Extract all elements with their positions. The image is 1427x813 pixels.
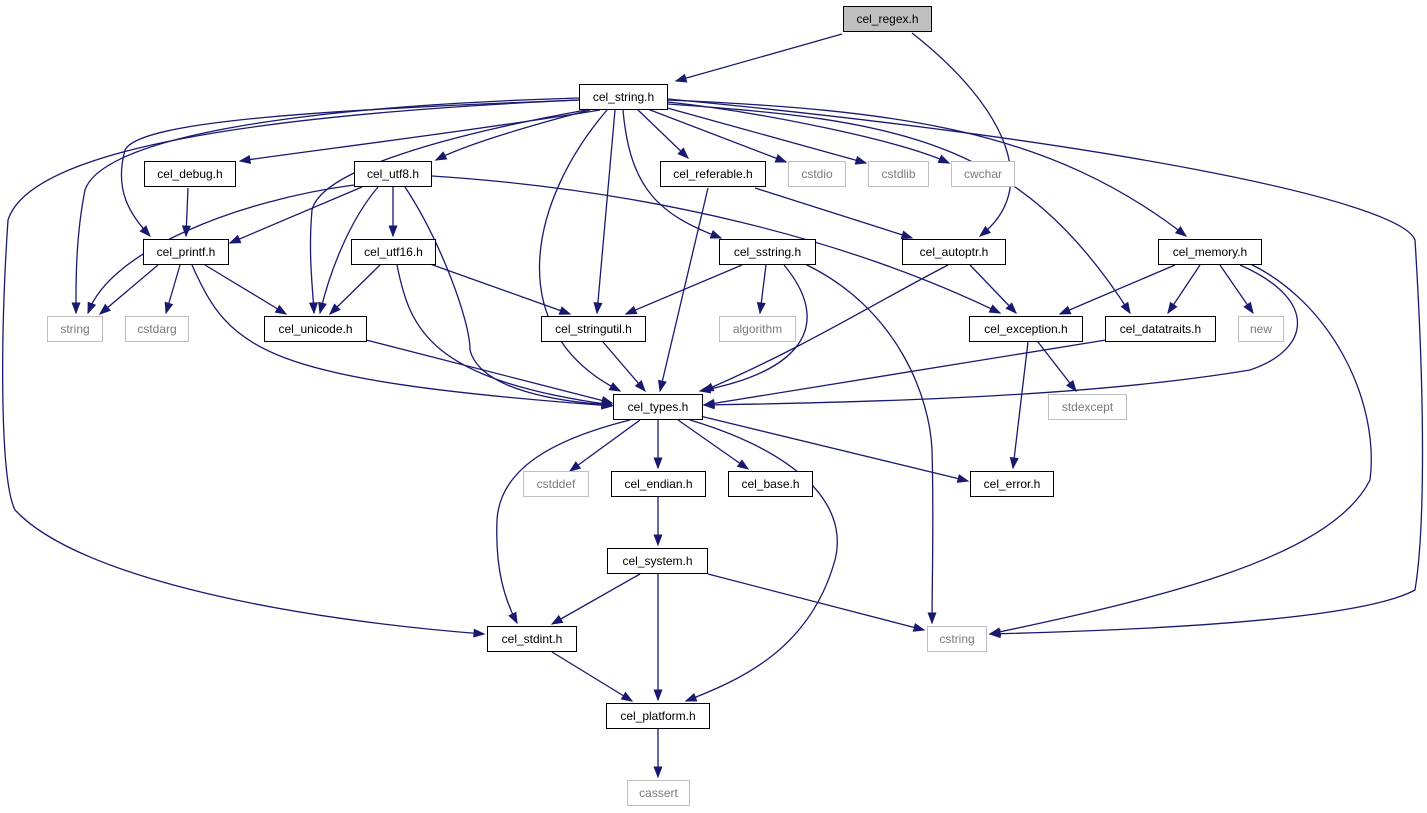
edge-cel-utf8-to-string xyxy=(87,184,355,315)
edge-cel-string-to-cel-unicode xyxy=(308,109,587,315)
edge-cel-types-to-cstddef xyxy=(568,419,641,472)
node-cel-exception[interactable]: cel_exception.h xyxy=(969,316,1083,342)
edge-cel-utf8-to-cel-types xyxy=(404,186,614,409)
node-algorithm: algorithm xyxy=(719,316,796,342)
edge-cel-printf-to-cel-unicode xyxy=(204,264,288,315)
edge-cel-types-to-cel-stdint xyxy=(496,419,631,625)
edge-cel-utf16-to-cel-unicode xyxy=(328,264,381,315)
edge-cel-utf8-to-cel-printf xyxy=(228,186,363,244)
edge-cel-types-to-cel-error xyxy=(699,415,970,483)
edge-cel-exception-to-cel-error xyxy=(1009,341,1029,470)
node-cel-stdint[interactable]: cel_stdint.h xyxy=(487,626,577,652)
edge-cel-regex-to-cel-string xyxy=(674,33,843,83)
node-cel-datatraits[interactable]: cel_datatraits.h xyxy=(1105,316,1216,342)
node-cel-memory[interactable]: cel_memory.h xyxy=(1158,239,1262,265)
edge-cel-string-to-string xyxy=(71,97,580,315)
edge-cel-string-to-cel-debug xyxy=(238,109,601,164)
node-cel-printf[interactable]: cel_printf.h xyxy=(143,239,229,265)
node-new: new xyxy=(1238,316,1284,342)
edge-cel-utf8-to-cel-utf16 xyxy=(388,187,398,238)
edge-cel-memory-to-cel-exception xyxy=(1058,264,1176,315)
edge-cel-string-to-cstdio xyxy=(644,107,788,163)
edge-cel-autoptr-to-cel-exception xyxy=(969,264,1017,315)
edge-cel-referable-to-cel-autoptr xyxy=(754,187,914,240)
node-cel-unicode[interactable]: cel_unicode.h xyxy=(264,316,367,342)
edge-cel-system-to-cstring xyxy=(707,573,926,632)
edge-cel-string-to-cel-utf8 xyxy=(434,109,591,161)
edge-cel-stringutil-to-cel-types xyxy=(602,341,646,393)
edge-cel-system-to-cel-platform xyxy=(653,574,663,702)
node-cel-base[interactable]: cel_base.h xyxy=(728,471,813,497)
edge-cel-types-to-cel-endian xyxy=(653,420,663,470)
node-cstdlib: cstdlib xyxy=(868,161,929,187)
edge-cel-debug-to-cel-printf xyxy=(181,187,191,238)
edge-cel-string-to-cstring xyxy=(667,98,1424,639)
node-cel-utf16[interactable]: cel_utf16.h xyxy=(351,239,436,265)
edge-cel-types-to-cel-platform xyxy=(684,419,838,702)
edge-cel-sstring-to-cstring xyxy=(804,263,937,625)
node-cel-endian[interactable]: cel_endian.h xyxy=(611,471,706,497)
node-cel-referable[interactable]: cel_referable.h xyxy=(660,161,766,187)
edge-cel-exception-to-stdexcept xyxy=(1037,341,1077,393)
edge-cel-unicode-to-cel-types xyxy=(365,339,614,405)
node-cstdarg: cstdarg xyxy=(125,316,189,342)
node-cstdio: cstdio xyxy=(788,161,846,187)
edge-cel-string-to-cel-datatraits xyxy=(667,103,1131,315)
node-stdexcept: stdexcept xyxy=(1048,394,1127,420)
edge-cel-stdint-to-cel-platform xyxy=(551,651,634,702)
node-cel-debug[interactable]: cel_debug.h xyxy=(144,161,236,187)
node-cel-stringutil[interactable]: cel_stringutil.h xyxy=(541,316,646,342)
node-cwchar: cwchar xyxy=(951,161,1015,187)
edge-cel-utf8-to-cel-exception xyxy=(431,175,1002,314)
edge-cel-string-to-cel-referable xyxy=(637,109,690,159)
edge-cel-autoptr-to-cel-types xyxy=(701,264,949,392)
node-cel-regex: cel_regex.h xyxy=(843,6,932,32)
edge-cel-string-to-cstdlib xyxy=(659,105,868,165)
node-cstddef: cstddef xyxy=(523,471,589,497)
node-cel-utf8[interactable]: cel_utf8.h xyxy=(354,161,432,187)
node-string: string xyxy=(47,316,103,342)
edge-cel-printf-to-string xyxy=(98,264,159,315)
node-cel-error[interactable]: cel_error.h xyxy=(970,471,1054,497)
edge-cel-datatraits-to-cel-types xyxy=(702,339,1107,408)
node-cel-string[interactable]: cel_string.h xyxy=(579,84,668,110)
node-cel-system[interactable]: cel_system.h xyxy=(607,548,708,574)
edge-cel-utf16-to-cel-stringutil xyxy=(429,263,572,315)
edge-cel-sstring-to-cel-stringutil xyxy=(624,264,743,315)
edge-cel-string-to-cel-sstring xyxy=(622,109,723,239)
edge-cel-endian-to-cel-system xyxy=(653,497,663,547)
edge-cel-system-to-cel-stdint xyxy=(550,573,641,625)
edge-cel-string-to-cel-stringutil xyxy=(593,109,616,315)
edge-cel-memory-to-cel-datatraits xyxy=(1167,264,1201,315)
node-cel-platform[interactable]: cel_platform.h xyxy=(606,703,710,729)
edge-cel-printf-to-cstdarg xyxy=(164,264,181,315)
edge-cel-sstring-to-algorithm xyxy=(756,264,767,315)
edge-cel-string-to-cel-printf xyxy=(120,99,580,238)
edge-cel-regex-to-cel-autoptr xyxy=(911,32,1012,237)
edge-cel-utf8-to-cel-unicode xyxy=(318,186,379,315)
edge-cel-string-to-cel-stdint xyxy=(2,99,580,638)
edge-cel-memory-to-cstring xyxy=(988,261,1372,637)
edge-cel-platform-to-cassert xyxy=(653,729,663,779)
node-cel-autoptr[interactable]: cel_autoptr.h xyxy=(902,239,1006,265)
edge-cel-types-to-cel-base xyxy=(677,419,750,470)
node-cel-sstring[interactable]: cel_sstring.h xyxy=(719,239,816,265)
node-cstring: cstring xyxy=(927,626,987,652)
edge-cel-memory-to-new xyxy=(1219,264,1254,315)
edge-cel-string-to-cel-types xyxy=(538,109,622,392)
node-cassert: cassert xyxy=(627,780,690,806)
node-cel-types[interactable]: cel_types.h xyxy=(613,394,703,420)
